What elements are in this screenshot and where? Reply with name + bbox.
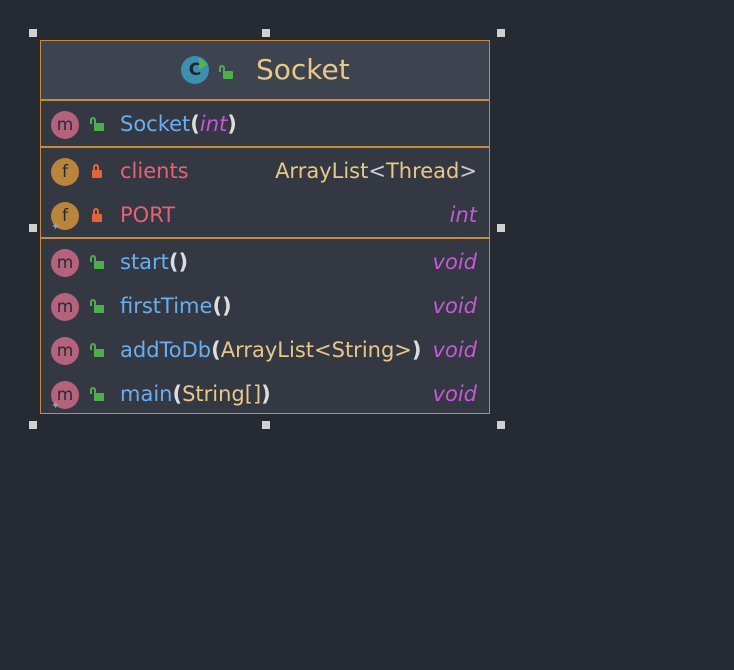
class-name: Socket [256, 53, 350, 86]
constructor-section: m Socket(int) [41, 101, 489, 146]
method-return-type: void [432, 250, 477, 274]
fields-section: f clients ArrayList<Thread> f ✦ PORT int [41, 146, 489, 237]
method-signature: addToDb(ArrayList<String>) [120, 338, 422, 362]
field-icon: f [51, 202, 79, 230]
method-icon: m [51, 111, 79, 139]
public-lock-icon [90, 387, 104, 401]
pin-icon: ✦ [51, 399, 61, 412]
field-name: clients [120, 159, 189, 183]
method-signature: start() [120, 250, 189, 274]
method-signature: main(String[]) [120, 382, 271, 406]
resize-handle-top-left[interactable] [29, 29, 37, 37]
method-return-type: void [432, 338, 477, 362]
method-row[interactable]: m addToDb(ArrayList<String>) void [41, 329, 489, 373]
method-row[interactable]: m firstTime() void [41, 285, 489, 329]
method-return-type: void [432, 382, 477, 406]
class-icon: C [181, 56, 209, 84]
resize-handle-right[interactable] [497, 224, 505, 232]
method-icon: m [51, 293, 79, 321]
field-row[interactable]: f clients ArrayList<Thread> [41, 150, 489, 194]
public-lock-icon [90, 117, 104, 131]
public-lock-icon [219, 65, 233, 79]
resize-handle-left[interactable] [29, 224, 37, 232]
method-icon: m [51, 381, 79, 409]
constructor-signature: Socket(int) [120, 112, 237, 136]
field-row[interactable]: f ✦ PORT int [41, 194, 489, 238]
class-header: C Socket [41, 41, 489, 101]
method-return-type: void [432, 294, 477, 318]
method-row[interactable]: m ✦ main(String[]) void [41, 373, 489, 417]
field-type: int [449, 203, 477, 227]
method-icon: m [51, 337, 79, 365]
method-icon: m [51, 249, 79, 277]
uml-class-node[interactable]: C Socket m Socket(int) f clients ArrayLi… [40, 40, 490, 414]
methods-section: m start() void m firstTime() void m addT… [41, 237, 489, 415]
field-type: ArrayList<Thread> [275, 159, 477, 183]
resize-handle-bottom-right[interactable] [497, 421, 505, 429]
public-lock-icon [90, 343, 104, 357]
resize-handle-bottom-left[interactable] [29, 421, 37, 429]
method-row[interactable]: m start() void [41, 241, 489, 285]
resize-handle-top[interactable] [262, 29, 270, 37]
resize-handle-bottom[interactable] [262, 421, 270, 429]
constructor-row[interactable]: m Socket(int) [41, 103, 489, 147]
field-name: PORT [120, 203, 176, 227]
resize-handle-top-right[interactable] [497, 29, 505, 37]
private-lock-icon [90, 208, 104, 222]
pin-icon: ✦ [51, 220, 61, 233]
method-signature: firstTime() [120, 294, 232, 318]
runnable-arrow-icon [199, 58, 208, 70]
field-icon: f [51, 158, 79, 186]
public-lock-icon [90, 255, 104, 269]
private-lock-icon [90, 164, 104, 178]
public-lock-icon [90, 299, 104, 313]
